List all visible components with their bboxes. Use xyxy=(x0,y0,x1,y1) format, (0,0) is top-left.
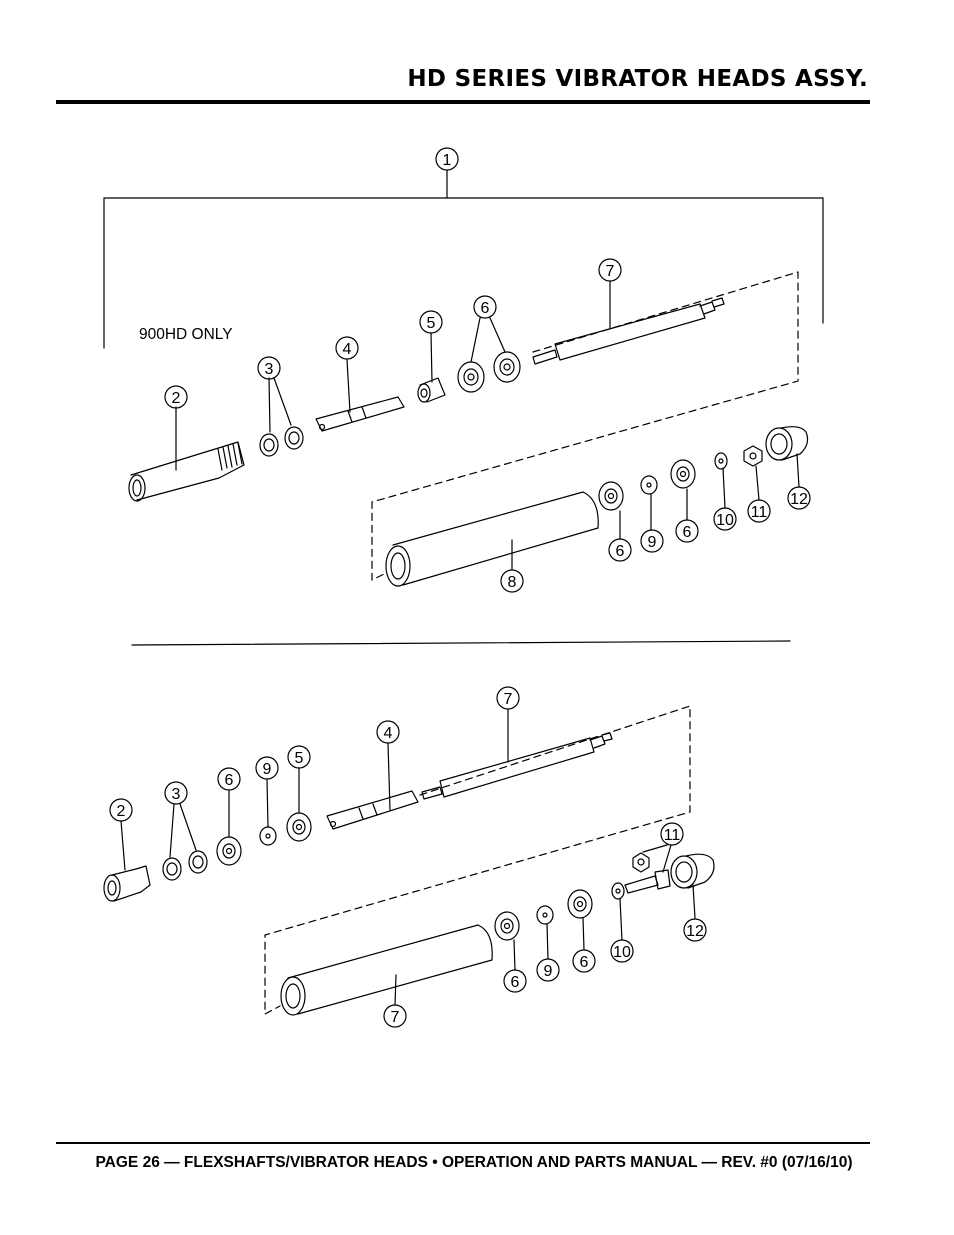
footer-rule xyxy=(56,1142,870,1144)
callout-12: 12 xyxy=(790,491,808,508)
part-shaft xyxy=(421,732,613,800)
part-bearing xyxy=(494,911,520,941)
header-rule xyxy=(56,100,870,104)
callout-3: 3 xyxy=(265,361,274,378)
part-head-tube xyxy=(385,491,599,587)
part-bearing xyxy=(670,459,696,489)
part-bearing xyxy=(598,481,624,511)
part-bearing xyxy=(567,889,593,919)
callout-9: 9 xyxy=(263,761,272,778)
callout-9: 9 xyxy=(544,963,553,980)
part-coupling xyxy=(315,396,405,432)
callout-8: 8 xyxy=(508,574,517,591)
callout-7: 7 xyxy=(391,1009,400,1026)
callout-2: 2 xyxy=(117,803,126,820)
part-bearing xyxy=(286,812,312,842)
callout-6: 6 xyxy=(511,974,520,991)
part-sleeve-short xyxy=(103,865,151,902)
callout-4: 4 xyxy=(384,725,393,742)
callout-2: 2 xyxy=(172,390,181,407)
callout-11: 11 xyxy=(664,827,681,844)
model-note: 900HD ONLY xyxy=(139,326,233,343)
section-divider xyxy=(131,640,791,646)
callout-11: 11 xyxy=(751,504,768,521)
callout-7: 7 xyxy=(504,691,513,708)
callout-5: 5 xyxy=(427,315,436,332)
callout-6: 6 xyxy=(481,300,490,317)
callout-5: 5 xyxy=(295,750,304,767)
dashed-group-box-upper xyxy=(371,271,799,581)
part-washer xyxy=(284,426,304,450)
part-shaft xyxy=(532,297,725,365)
part-sleeve-threaded xyxy=(128,441,245,502)
assembly-bracket xyxy=(103,197,824,349)
part-washer xyxy=(188,850,208,874)
dashed-group-box-lower xyxy=(264,705,691,1015)
callout-6: 6 xyxy=(683,524,692,541)
callout-3: 3 xyxy=(172,786,181,803)
part-washer xyxy=(536,905,554,925)
callout-4: 4 xyxy=(343,341,352,358)
part-bearing xyxy=(457,361,485,393)
callout-6: 6 xyxy=(225,772,234,789)
part-bearing xyxy=(493,351,521,383)
page-title: HD SERIES VIBRATOR HEADS ASSY. xyxy=(407,66,868,92)
part-bearing xyxy=(216,836,242,866)
assembly-top: 1 2 3 4 5 6 7 6 9 6 10 11 12 8 900HD ONL… xyxy=(103,147,824,593)
part-end-cap xyxy=(670,853,715,889)
part-head-tube xyxy=(280,924,493,1016)
part-nut xyxy=(632,852,650,873)
part-washer-small xyxy=(714,452,728,470)
callout-9: 9 xyxy=(648,534,657,551)
callout-6: 6 xyxy=(616,543,625,560)
callout-10: 10 xyxy=(613,944,631,961)
callout-1: 1 xyxy=(443,152,452,169)
part-washer xyxy=(259,433,279,457)
part-washer xyxy=(640,475,658,495)
callout-7: 7 xyxy=(606,263,615,280)
part-nut xyxy=(743,445,763,467)
part-coupling xyxy=(326,790,419,830)
part-washer xyxy=(259,826,277,846)
assembly-bottom: 7 4 6 9 5 2 3 11 12 6 9 6 10 7 xyxy=(103,686,715,1028)
callout-6: 6 xyxy=(580,954,589,971)
part-washer xyxy=(162,857,182,881)
part-bushing xyxy=(417,377,446,403)
page-footer: PAGE 26 — FLEXSHAFTS/VIBRATOR HEADS • OP… xyxy=(95,1154,853,1171)
callout-10: 10 xyxy=(716,512,734,529)
part-washer-small xyxy=(611,882,625,900)
part-end-cap xyxy=(765,426,809,461)
callout-12: 12 xyxy=(686,923,704,940)
part-bolt xyxy=(624,869,671,894)
